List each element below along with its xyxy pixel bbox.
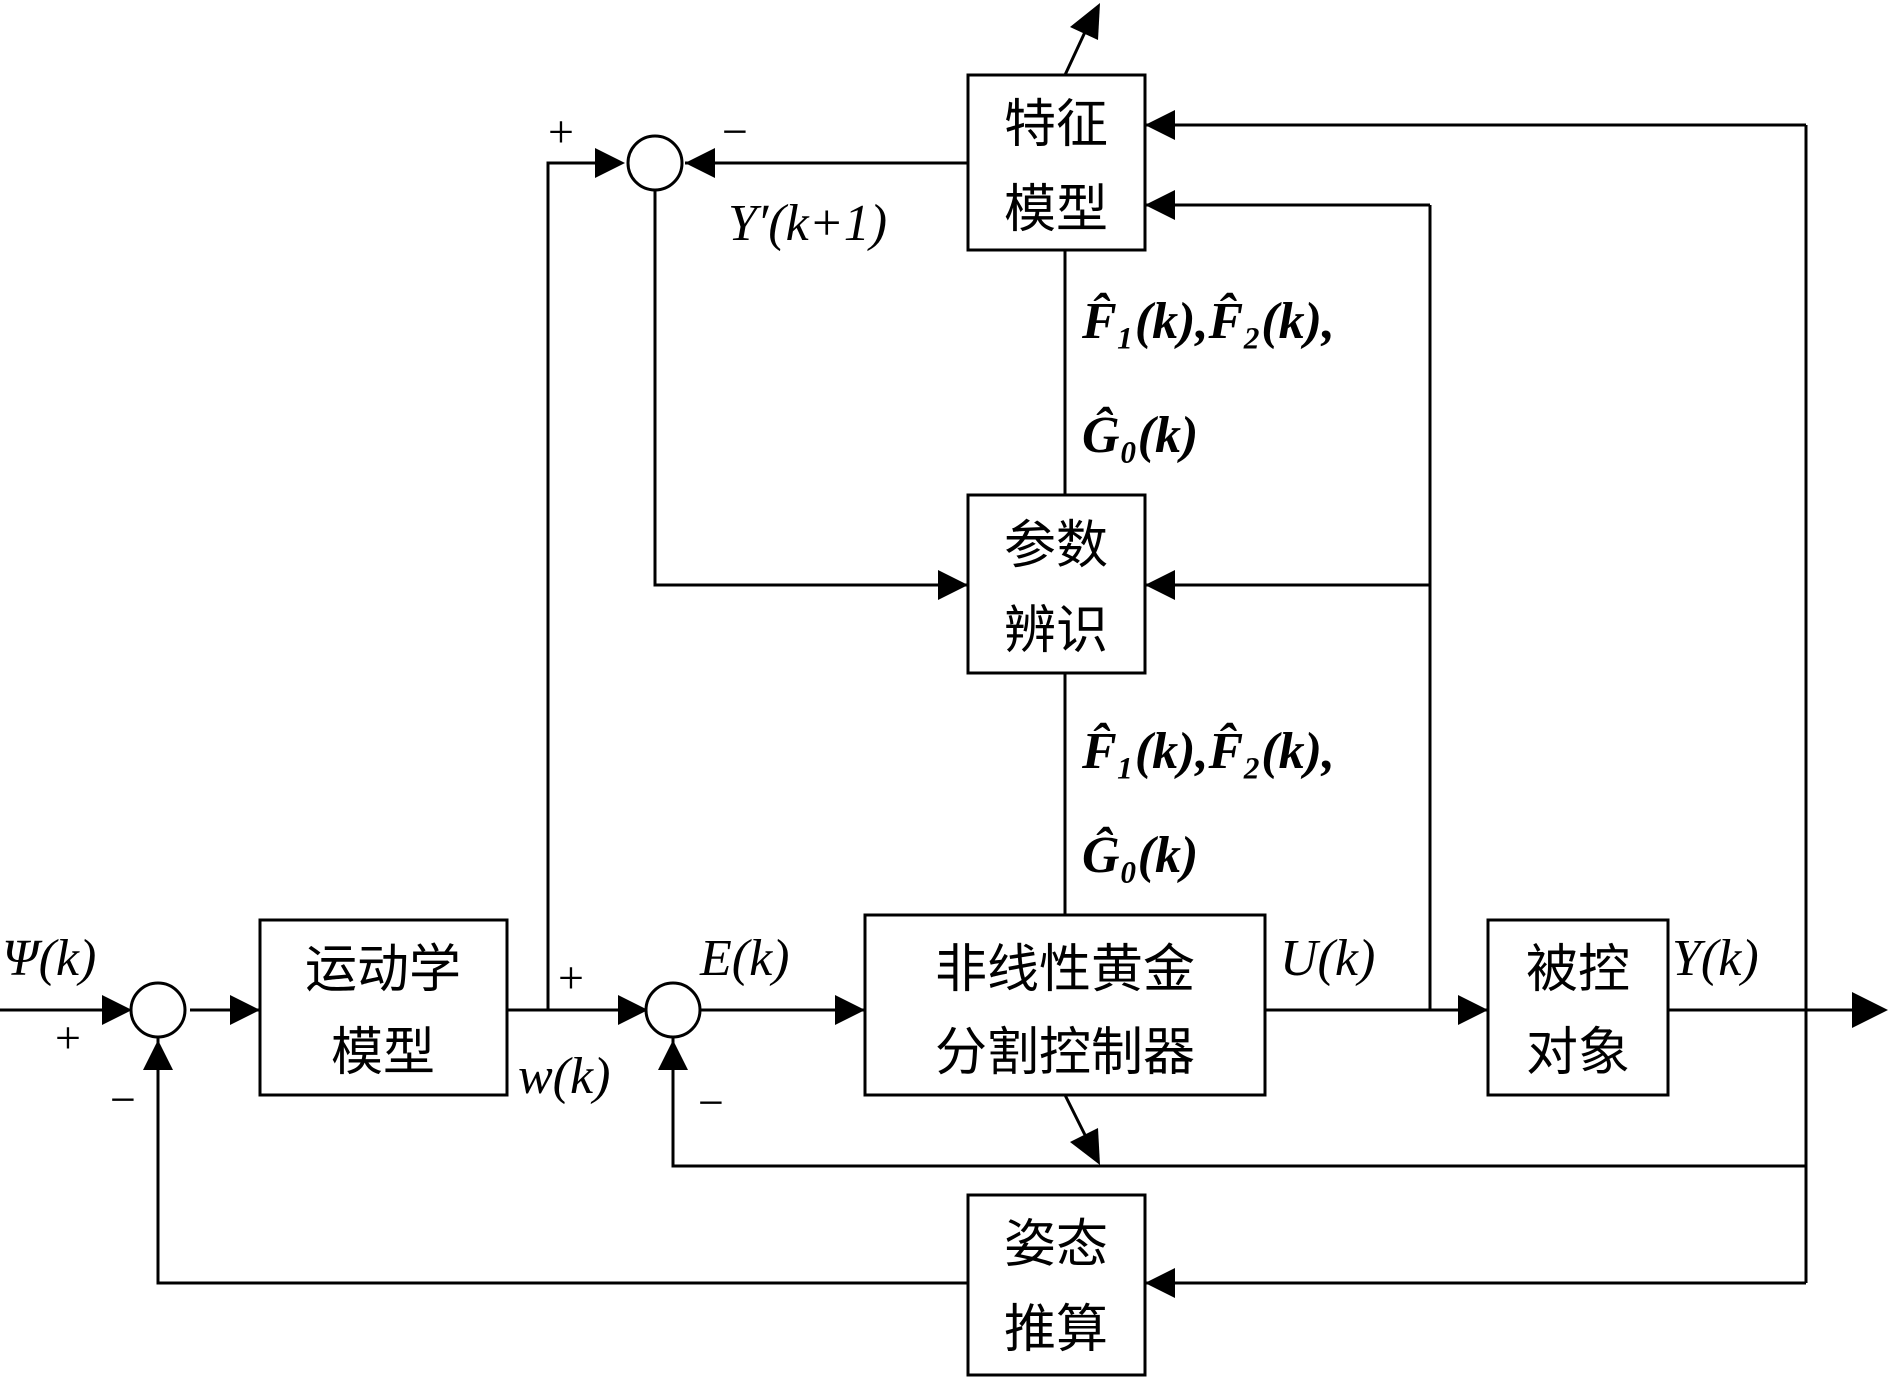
attitude-est-label-line1: 姿态 xyxy=(1004,1215,1108,1275)
controller-block: 非线性黄金 分割控制器 xyxy=(863,913,1267,1097)
line-y-to-sum2 xyxy=(671,1038,1806,1168)
arrow-into-summer-right xyxy=(685,148,715,178)
y-signal-label: Y(k) xyxy=(1672,930,1759,987)
summer-minus-sign: − xyxy=(722,106,748,157)
arrowheads xyxy=(102,3,1888,1298)
arrow-u-into-param xyxy=(1145,570,1175,600)
line-w-branch-up xyxy=(546,161,622,1010)
arrow-into-sum1-bottom xyxy=(143,1040,173,1070)
controller-label-line2: 分割控制器 xyxy=(935,1023,1195,1083)
arrow-into-sum2 xyxy=(618,995,648,1025)
sum2-plus-sign: + xyxy=(558,952,584,1003)
kinematic-model-block: 运动学 模型 xyxy=(258,918,509,1097)
params-upper-line1: F̂₁(k),F̂₂(k), xyxy=(1081,291,1335,350)
line-summer-to-param xyxy=(653,190,968,587)
arrow-into-sum2-bottom xyxy=(658,1040,688,1070)
params-lower-line1: F̂₁(k),F̂₂(k), xyxy=(1081,721,1335,780)
attitude-est-label-line2: 推算 xyxy=(1004,1300,1108,1360)
attitude-est-block: 姿态 推算 xyxy=(966,1193,1147,1377)
arrow-into-sum1 xyxy=(102,995,132,1025)
line-feature-adapt xyxy=(1063,31,1087,76)
u-signal-label: U(k) xyxy=(1280,930,1375,987)
e-signal-label: E(k) xyxy=(699,930,789,987)
kinematic-model-label-line2: 模型 xyxy=(331,1023,435,1083)
feature-model-label-line2: 模型 xyxy=(1004,180,1108,240)
param-ident-label-line2: 辨识 xyxy=(1004,601,1108,661)
arrow-u-into-feature xyxy=(1145,190,1175,220)
kinematic-model-label-line1: 运动学 xyxy=(305,940,461,1000)
arrow-into-controller xyxy=(835,995,865,1025)
w-signal-label: w(k) xyxy=(518,1048,610,1105)
summer-plus-sign: + xyxy=(548,106,574,157)
controller-label-line1: 非线性黄金 xyxy=(935,940,1195,1000)
arrow-summer-into-param xyxy=(938,570,968,600)
plant-block: 被控 对象 xyxy=(1486,918,1670,1097)
arrow-y-into-attitude xyxy=(1145,1268,1175,1298)
arrow-feature-adapt xyxy=(1070,3,1100,40)
summing-junction-attitude xyxy=(129,981,187,1039)
summing-junction-prediction xyxy=(626,134,684,192)
param-ident-label-line1: 参数 xyxy=(1004,516,1108,576)
feature-model-label-line1: 特征 xyxy=(1004,95,1108,155)
plant-label-line1: 被控 xyxy=(1526,940,1630,1000)
sum2-minus-sign: − xyxy=(698,1077,724,1128)
sum1-plus-sign: + xyxy=(55,1012,81,1063)
arrow-y-into-feature xyxy=(1145,110,1175,140)
param-ident-block: 参数 辨识 xyxy=(966,493,1147,675)
summing-junction-error xyxy=(644,981,702,1039)
arrow-into-kinematic xyxy=(230,995,260,1025)
params-lower-line2: Ĝ₀(k) xyxy=(1082,826,1198,884)
sum1-minus-sign: − xyxy=(110,1074,136,1125)
plant-label-line2: 对象 xyxy=(1526,1023,1630,1083)
arrow-into-summer-left xyxy=(595,148,625,178)
arrow-controller-adapt xyxy=(1070,1128,1100,1165)
line-controller-adapt xyxy=(1063,1094,1087,1136)
psi-signal-label: Ψ(k) xyxy=(2,930,96,987)
arrow-into-plant xyxy=(1458,995,1488,1025)
params-upper-line2: Ĝ₀(k) xyxy=(1082,406,1198,464)
feature-model-block: 特征 模型 xyxy=(966,73,1147,252)
signal-lines xyxy=(0,31,1882,1285)
y-pred-signal-label: Y′(k+1) xyxy=(728,195,887,252)
line-attitude-to-sum1 xyxy=(156,1038,968,1285)
arrow-output xyxy=(1852,992,1888,1028)
